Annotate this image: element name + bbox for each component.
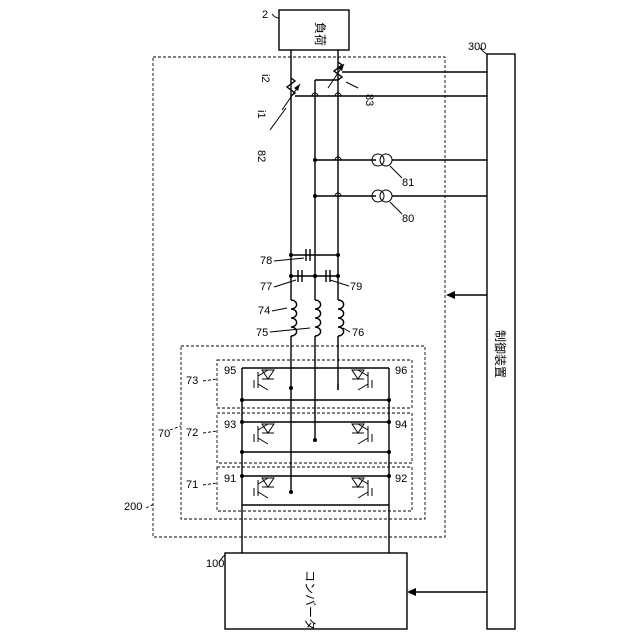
load-name: 負荷 xyxy=(313,22,327,46)
svg-text:95: 95 xyxy=(224,365,236,377)
svg-text:78: 78 xyxy=(260,255,272,267)
svg-text:96: 96 xyxy=(395,365,407,377)
leg-72: 72 xyxy=(186,413,412,463)
current-sensor-80: 80 xyxy=(313,190,487,225)
switch-92: 92 xyxy=(352,473,407,498)
converter-block: コンバータ 100 xyxy=(206,553,407,630)
svg-text:94: 94 xyxy=(395,419,407,431)
inverter-device-outline: 200 xyxy=(124,57,445,537)
svg-text:73: 73 xyxy=(186,375,198,387)
reactor-76: 76 xyxy=(338,300,364,339)
switch-94: 94 xyxy=(352,419,407,444)
svg-text:93: 93 xyxy=(224,419,236,431)
switch-96: 96 xyxy=(352,365,407,390)
controller-name: 制御装置 xyxy=(493,330,508,378)
svg-text:83: 83 xyxy=(363,94,375,106)
load-block: 負荷 2 xyxy=(262,9,349,50)
svg-text:76: 76 xyxy=(352,327,364,339)
svg-text:77: 77 xyxy=(260,281,272,293)
leg-73: 73 xyxy=(186,360,412,408)
control-arrows xyxy=(407,291,487,596)
switch-95: 95 xyxy=(224,365,274,390)
converter-ref: 100 xyxy=(206,558,224,570)
svg-text:72: 72 xyxy=(186,427,198,439)
controller-block: 制御装置 300 xyxy=(468,41,515,629)
voltage-sensor-83: 83 i2 xyxy=(259,62,487,106)
voltage-sensor-82: 82 i1 xyxy=(255,78,487,162)
svg-text:80: 80 xyxy=(402,213,414,225)
inverter-circuit-ref: 70 xyxy=(158,428,170,440)
svg-text:i2: i2 xyxy=(259,74,271,83)
svg-text:91: 91 xyxy=(224,473,236,485)
crossings xyxy=(312,93,341,196)
switch-91: 91 xyxy=(224,473,274,498)
switch-93: 93 xyxy=(224,419,274,444)
converter-name: コンバータ xyxy=(303,570,317,630)
current-sensor-81: 81 xyxy=(313,154,487,189)
svg-text:74: 74 xyxy=(258,305,270,317)
phase-lines xyxy=(291,50,338,390)
svg-text:75: 75 xyxy=(256,327,268,339)
capacitor-78: 78 xyxy=(260,249,340,267)
capacitor-77: 77 xyxy=(260,270,317,293)
svg-text:71: 71 xyxy=(186,479,198,491)
inverter-device-ref: 200 xyxy=(124,501,142,513)
svg-text:i1: i1 xyxy=(255,110,267,119)
svg-text:82: 82 xyxy=(255,150,267,162)
load-ref: 2 xyxy=(262,9,268,21)
svg-text:92: 92 xyxy=(395,473,407,485)
svg-text:81: 81 xyxy=(402,177,414,189)
svg-text:79: 79 xyxy=(350,281,362,293)
